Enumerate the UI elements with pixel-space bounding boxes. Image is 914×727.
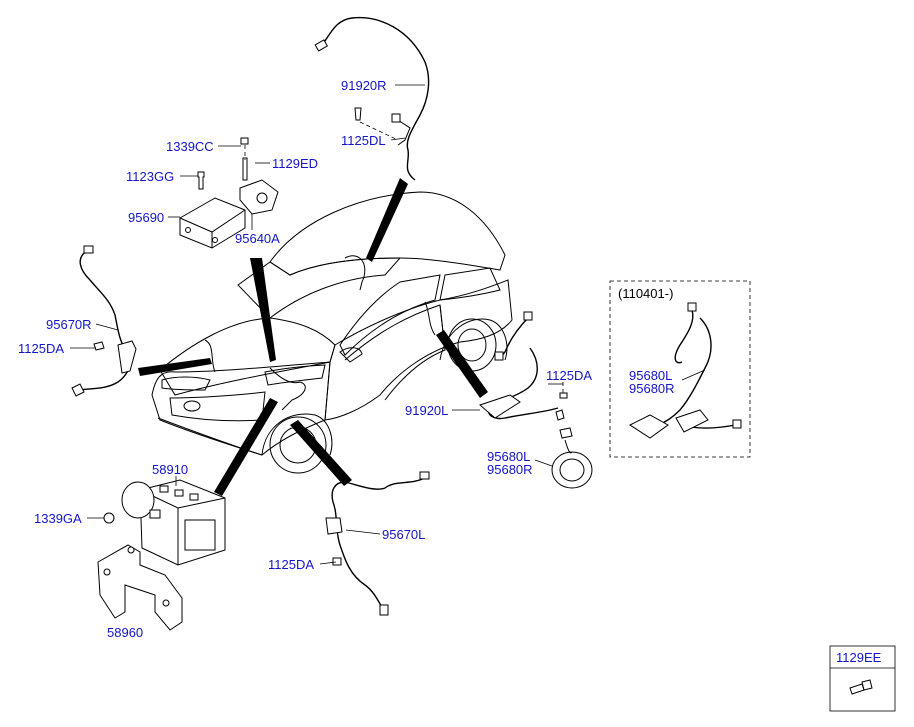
label-95670L[interactable]: 95670L [382,527,425,542]
label-inset-95680R[interactable]: 95680R [629,381,675,396]
label-inset-95680L[interactable]: 95680L [629,368,672,383]
inset-title: (110401-) [618,286,673,301]
label-1129ED[interactable]: 1129ED [272,156,318,171]
leader-lines [70,84,706,565]
pointer-front-left [290,420,352,486]
pointer-wedges [138,178,488,496]
label-91920R[interactable]: 91920R [341,78,387,93]
label-1125DL[interactable]: 1125DL [341,133,386,148]
vehicle-illustration [151,191,513,474]
label-95680L[interactable]: 95680L [487,449,530,464]
label-1129EE[interactable]: 1129EE [836,650,882,665]
part-58910-abs-unit [97,479,226,631]
label-95690[interactable]: 95690 [128,210,164,225]
pointer-front-right [138,358,212,376]
legend-1129EE [829,645,896,712]
label-58910[interactable]: 58910 [152,462,188,477]
pointer-rear-left [436,330,488,398]
label-1125DA-left[interactable]: 1125DA [18,341,64,356]
inset-box [609,280,751,458]
part-95680-ring [551,439,593,489]
pointer-rear-right [366,178,408,262]
label-95680R[interactable]: 95680R [487,462,533,477]
label-95640A[interactable]: 95640A [235,231,280,246]
label-91920L[interactable]: 91920L [405,403,448,418]
part-95670L-sensor [325,471,430,616]
label-58960[interactable]: 58960 [107,625,143,640]
part-91920R-harness [314,16,430,181]
pointer-sensor [250,258,276,362]
pointer-abs [214,398,278,496]
part-95640A-sensor [239,137,279,215]
label-1125DA-right[interactable]: 1125DA [546,368,592,383]
part-95670R-sensor [71,245,137,397]
part-95690-module [179,171,246,249]
part-labels: 91920R 1125DL 1339CC 1129ED 1123GG 95690… [18,78,882,665]
label-1339CC[interactable]: 1339CC [166,139,214,154]
label-1123GG[interactable]: 1123GG [126,169,174,184]
in-vehicle-wiring [204,255,436,411]
label-1339GA[interactable]: 1339GA [34,511,82,526]
part-91920L-harness [479,311,573,439]
label-95670R[interactable]: 95670R [46,317,92,332]
label-1125DA-bottom[interactable]: 1125DA [268,557,314,572]
